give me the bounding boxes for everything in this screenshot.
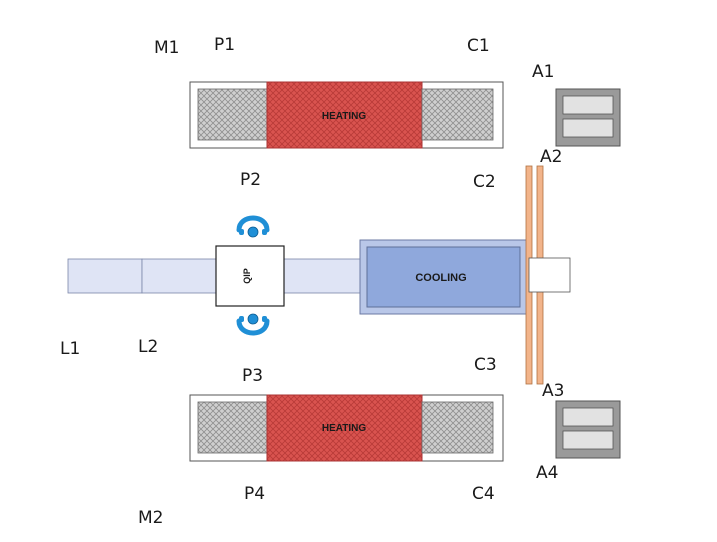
- label-p1: P1: [214, 35, 235, 55]
- machine-bottom: HEATING: [189, 394, 504, 462]
- heating-label-bottom: HEATING: [322, 423, 366, 434]
- operator-icon: [236, 215, 270, 238]
- label-c1: C1: [467, 36, 490, 56]
- conveyor-segment-l1: [67, 258, 143, 294]
- label-l2: L2: [138, 337, 158, 357]
- heating-zone-top: [266, 81, 423, 149]
- label-l1: L1: [60, 339, 80, 359]
- qip-box: [215, 245, 285, 307]
- label-m1: M1: [154, 38, 179, 58]
- operator-icon: [236, 313, 270, 336]
- transfer-rails: [525, 165, 571, 385]
- cooling-zone: [366, 246, 521, 308]
- cooling-label: COOLING: [415, 272, 466, 284]
- label-p3: P3: [242, 366, 263, 386]
- label-p2: P2: [240, 170, 261, 190]
- conveyor-line: [67, 258, 361, 294]
- cabinet-bottom: [555, 400, 621, 459]
- cabinet-top: [555, 88, 621, 147]
- label-a3: A3: [542, 381, 564, 401]
- transfer-slot: [528, 257, 571, 293]
- qip-station: QIP: [215, 245, 285, 307]
- label-a4: A4: [536, 463, 558, 483]
- label-c2: C2: [473, 172, 496, 192]
- conveyor-segment-l2: [141, 258, 217, 294]
- machine-top: HEATING: [189, 81, 504, 149]
- hatched-zone-top-right: [421, 88, 494, 141]
- heating-zone-bottom: [266, 394, 423, 462]
- label-a2: A2: [540, 147, 562, 167]
- label-a1: A1: [532, 62, 554, 82]
- cooling-station: COOLING: [359, 239, 528, 315]
- hatched-zone-top-left: [197, 88, 268, 141]
- heating-label-top: HEATING: [322, 111, 366, 122]
- qip-label: QIP: [242, 268, 252, 284]
- label-c3: C3: [474, 355, 497, 375]
- label-m2: M2: [138, 508, 163, 528]
- hatched-zone-bottom-left: [197, 401, 268, 454]
- hatched-zone-bottom-right: [421, 401, 494, 454]
- conveyor-segment-mid: [283, 258, 361, 294]
- label-p4: P4: [244, 484, 265, 504]
- label-c4: C4: [472, 484, 495, 504]
